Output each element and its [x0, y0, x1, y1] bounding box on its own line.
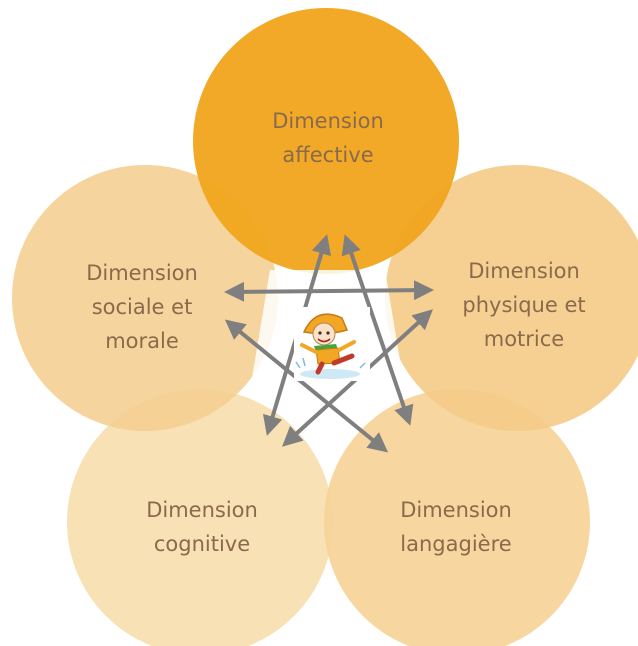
circle-dimension-affective — [193, 8, 459, 274]
label-langagiere-line1: Dimension — [400, 498, 512, 522]
label-sociale-line1: Dimension — [86, 261, 198, 285]
label-dimension-affective: Dimension affective — [272, 109, 384, 167]
circle-dimension-physique — [385, 165, 638, 431]
label-langagiere-line2: langagière — [400, 532, 511, 556]
label-dimension-physique: Dimension physique et motrice — [462, 259, 585, 351]
label-affective-line1: Dimension — [272, 109, 384, 133]
label-dimension-sociale: Dimension sociale et morale — [86, 261, 198, 353]
arrow-sociale-physique — [224, 280, 434, 302]
circle-dimension-sociale — [12, 165, 278, 431]
child-jumping-in-puddle-icon — [294, 307, 370, 381]
label-physique-line3: motrice — [484, 327, 564, 351]
label-physique-line1: Dimension — [468, 259, 580, 283]
label-dimension-cognitive: Dimension cognitive — [146, 498, 258, 556]
label-cognitive-line2: cognitive — [154, 532, 250, 556]
circle-dimension-cognitive — [67, 389, 333, 646]
label-cognitive-line1: Dimension — [146, 498, 258, 522]
label-dimension-langagiere: Dimension langagière — [400, 498, 512, 556]
circle-dimension-langagiere — [324, 389, 590, 646]
label-sociale-line3: morale — [105, 329, 179, 353]
label-sociale-line2: sociale et — [92, 295, 193, 319]
label-affective-line2: affective — [282, 143, 373, 167]
label-physique-line2: physique et — [462, 293, 585, 317]
